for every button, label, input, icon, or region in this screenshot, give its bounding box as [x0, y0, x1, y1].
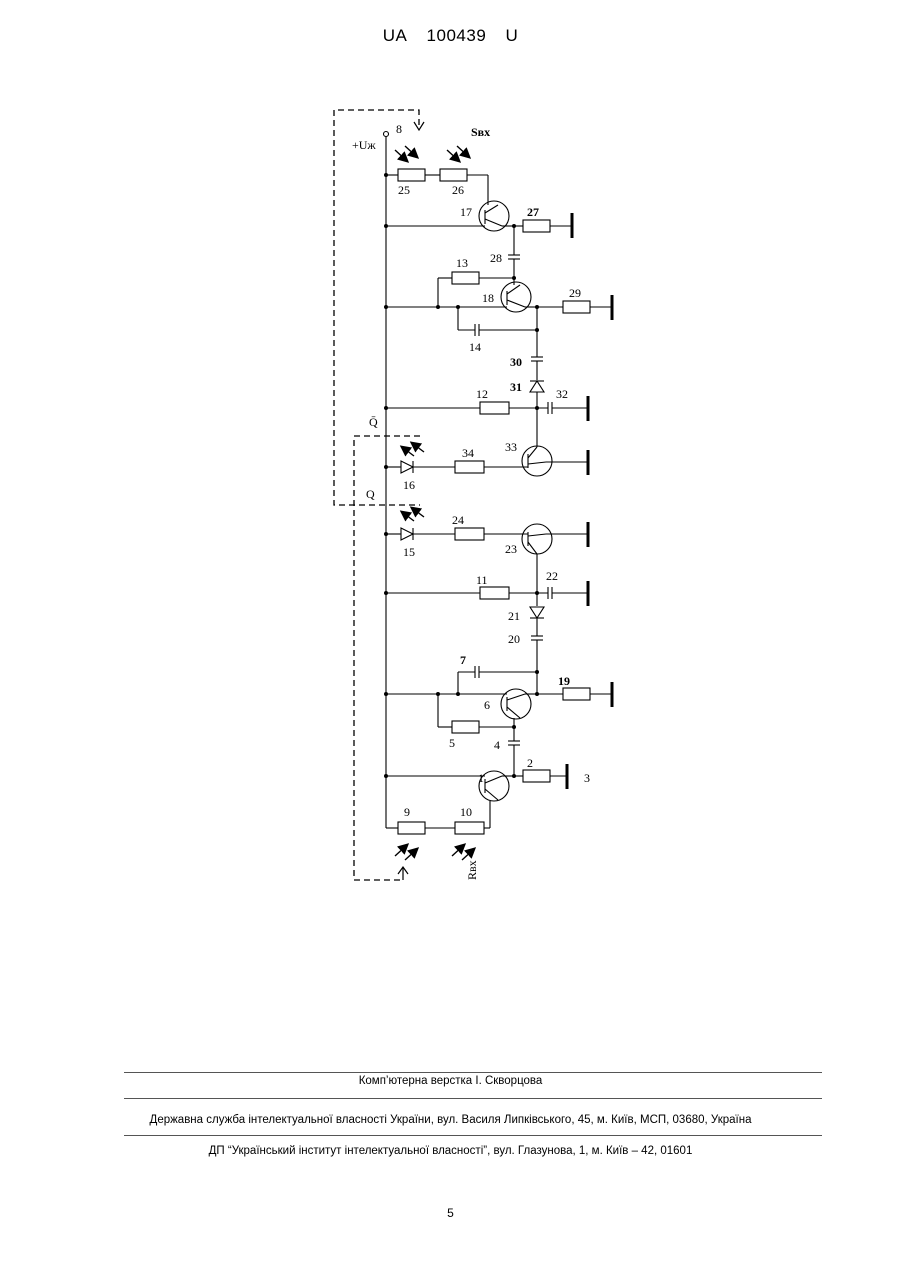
- footer-layout-credit: Комп’ютерна верстка І. Скворцова: [0, 1075, 901, 1087]
- feedback-loop-lower: [354, 436, 420, 880]
- label-6: 6: [484, 698, 490, 712]
- label-27: 27: [527, 205, 539, 219]
- footer-rule-3: [124, 1135, 822, 1136]
- label-3: 3: [584, 771, 590, 785]
- label-32: 32: [556, 387, 568, 401]
- input-r-label: Rвх: [465, 860, 479, 880]
- footer-office: Державна служба інтелектуальної власност…: [0, 1114, 901, 1126]
- supply-label: +Uж: [352, 138, 376, 152]
- label-20: 20: [508, 632, 520, 646]
- footer-rule-1: [124, 1072, 822, 1073]
- label-5: 5: [449, 736, 455, 750]
- label-1: 1: [478, 771, 484, 785]
- label-18: 18: [482, 291, 494, 305]
- label-29: 29: [569, 286, 581, 300]
- footer-institute: ДП “Український інститут інтелектуальної…: [0, 1145, 901, 1157]
- label-33: 33: [505, 440, 517, 454]
- label-31: 31: [510, 380, 522, 394]
- page-number: 5: [0, 1206, 901, 1220]
- label-30: 30: [510, 355, 522, 369]
- label-8: 8: [396, 122, 402, 136]
- label-23: 23: [505, 542, 517, 556]
- footer-rule-2: [124, 1098, 822, 1099]
- label-24: 24: [452, 513, 464, 527]
- label-28: 28: [490, 251, 502, 265]
- label-34: 34: [462, 446, 474, 460]
- label-26: 26: [452, 183, 464, 197]
- q-bar-label: Q̄: [369, 415, 378, 429]
- label-25: 25: [398, 183, 410, 197]
- label-9: 9: [404, 805, 410, 819]
- label-22: 22: [546, 569, 558, 583]
- label-19: 19: [558, 674, 570, 688]
- label-2: 2: [527, 756, 533, 770]
- label-14: 14: [469, 340, 481, 354]
- label-17: 17: [460, 205, 472, 219]
- q-label: Q: [366, 487, 375, 501]
- label-21: 21: [508, 609, 520, 623]
- label-4: 4: [494, 738, 500, 752]
- label-16: 16: [403, 478, 415, 492]
- label-7: 7: [460, 653, 466, 667]
- label-15: 15: [403, 545, 415, 559]
- input-s-label: Sвх: [471, 125, 490, 139]
- label-10: 10: [460, 805, 472, 819]
- label-13: 13: [456, 256, 468, 270]
- label-11: 11: [476, 573, 488, 587]
- label-12: 12: [476, 387, 488, 401]
